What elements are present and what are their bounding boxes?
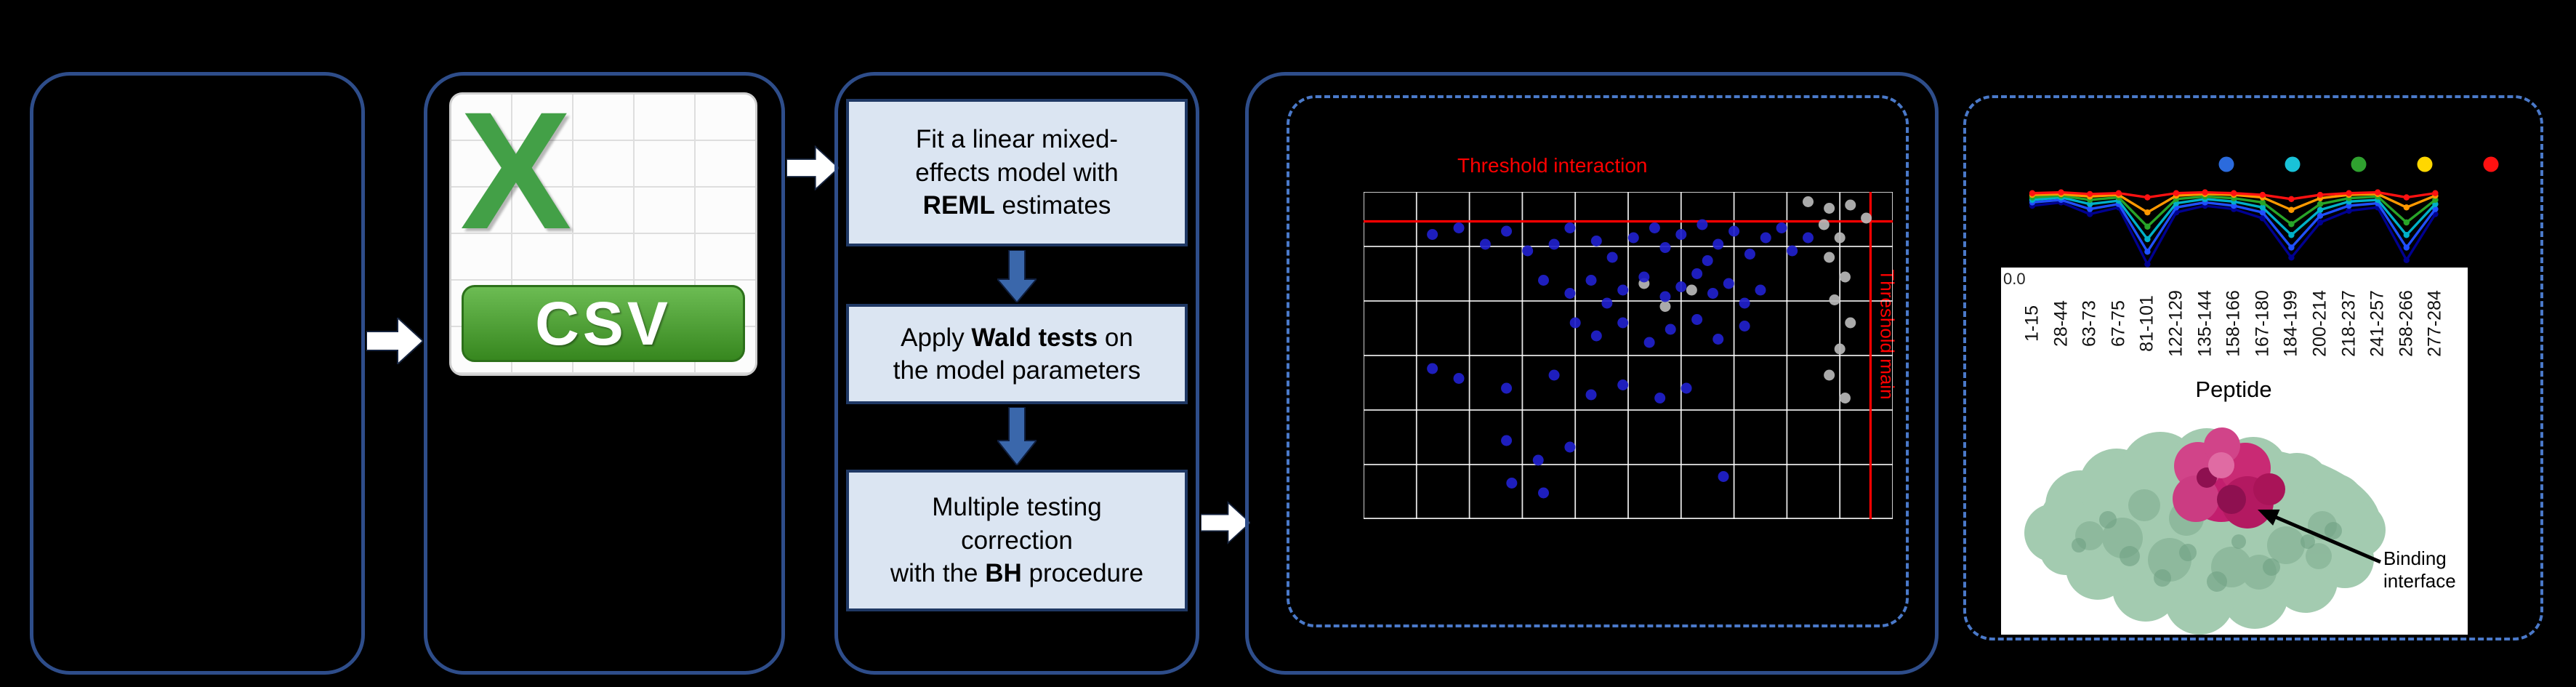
peptide-axis-label: 122-129 — [2165, 290, 2186, 357]
profile-y-tick: 0.0 — [2003, 270, 2026, 288]
panel-scatter-dashed — [1287, 95, 1909, 627]
step-arrow-2-icon — [995, 406, 1039, 469]
peptide-axis-label: 241-257 — [2367, 290, 2388, 357]
peptide-axis-label: 200-214 — [2309, 290, 2330, 357]
flow-arrow-3-icon — [1200, 500, 1252, 549]
peptide-axis-label: 167-180 — [2252, 290, 2273, 357]
protein-structure-image — [2024, 427, 2386, 635]
peptide-axis-label: 184-199 — [2280, 290, 2301, 357]
peptide-axis-label: 1-15 — [2021, 305, 2042, 342]
panel-input — [30, 72, 365, 675]
step-box-bh: Multiple testing correction with the BH … — [846, 470, 1188, 611]
peptide-axis-title: Peptide — [2195, 377, 2272, 402]
peptide-axis-label: 67-75 — [2108, 300, 2129, 347]
peptide-axis-label: 258-266 — [2396, 290, 2417, 357]
panel-statistics — [834, 72, 1199, 675]
csv-label: CSV — [535, 289, 672, 358]
binding-interface-patch — [2173, 427, 2285, 529]
binding-interface-label: Binding interface — [2383, 547, 2456, 592]
peptide-axis-label: 218-237 — [2338, 290, 2359, 357]
panel-peptide-dashed — [1963, 95, 2543, 640]
step-box-reml: Fit a linear mixed- effects model with R… — [846, 99, 1188, 246]
peptide-axis-label: 63-73 — [2079, 300, 2100, 347]
peptide-profile-plot — [2029, 156, 2499, 268]
flow-arrow-2-icon — [786, 145, 840, 194]
panel-csv — [424, 72, 785, 675]
csv-ribbon: CSV — [462, 285, 745, 362]
peptide-axis-labels: 1-15 28-44 63-73 67-75 81-101 122-129 135-144 1… — [2001, 268, 2468, 384]
step-arrow-1-icon — [995, 249, 1039, 306]
step-text-wald: Apply Wald tests on the model parameters — [893, 323, 1141, 385]
peptide-axis-label: 135-144 — [2194, 290, 2215, 357]
panel-scatter-outer — [1245, 72, 1939, 675]
peptide-axis-label: 277-284 — [2424, 290, 2445, 357]
step-text-reml: Fit a linear mixed- effects model with R… — [915, 125, 1119, 220]
peptide-axis-label: 28-44 — [2050, 300, 2072, 347]
excel-x-icon: X — [460, 77, 572, 264]
peptide-axis-label: 81-101 — [2136, 295, 2157, 352]
step-text-bh: Multiple testing correction with the BH … — [890, 493, 1144, 588]
binding-interface-arrow-icon — [2258, 509, 2381, 564]
threshold-interaction-label: Threshold interaction — [1457, 154, 1648, 177]
step-box-wald: Apply Wald tests on the model parameters — [846, 304, 1188, 404]
csv-file-icon: X CSV — [449, 77, 757, 376]
peptide-axis-label: 158-166 — [2223, 290, 2244, 357]
scatter-plot — [1364, 192, 1893, 519]
flow-arrow-1-icon — [366, 316, 424, 368]
